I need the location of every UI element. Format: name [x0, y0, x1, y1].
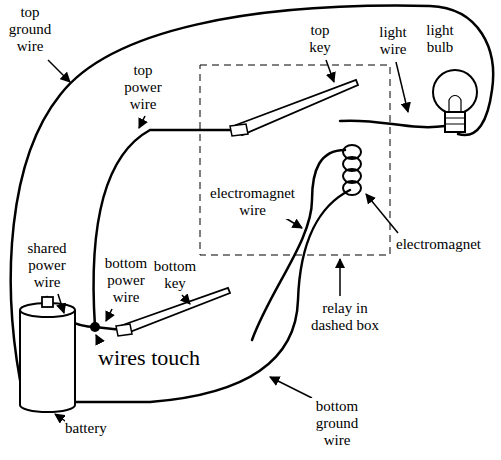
- bottom-ground-wire: [75, 190, 350, 402]
- coil-winding: [343, 181, 361, 195]
- bulb-thread: [445, 118, 465, 124]
- leader-line: [139, 116, 145, 128]
- battery-body: [20, 310, 75, 412]
- leader-line: [58, 294, 64, 313]
- top-ground-wire: [11, 6, 493, 380]
- junction-dot: [90, 322, 100, 332]
- bottom-key-tab: [116, 324, 132, 336]
- part-label: electromagnet wire: [205, 185, 300, 219]
- part-label: light wire: [372, 24, 414, 58]
- leader-line: [326, 60, 334, 82]
- bulb-base: [445, 112, 465, 132]
- part-label: wires touch: [98, 345, 200, 370]
- part-label: bottom ground wire: [310, 398, 364, 449]
- part-label: shared power wire: [22, 240, 72, 291]
- leader-line: [48, 60, 70, 82]
- electromagnet-coil: [343, 145, 361, 195]
- leader-line: [270, 377, 312, 398]
- leader-line: [182, 295, 190, 304]
- part-label: electromagnet: [396, 236, 481, 253]
- part-label: bottom key: [150, 258, 200, 292]
- leader-line: [96, 335, 100, 343]
- part-label: top ground wire: [4, 4, 56, 55]
- relay-box: [200, 65, 390, 255]
- part-label: light bulb: [418, 22, 462, 56]
- top-key-tab: [230, 124, 248, 136]
- bulb-filament: [449, 96, 461, 114]
- leader-line: [396, 62, 408, 112]
- leader-line: [366, 194, 398, 233]
- leader-line: [106, 309, 112, 321]
- battery-terminal: [42, 297, 53, 307]
- bulb-glass: [433, 70, 477, 114]
- leader-line: [339, 259, 341, 296]
- light-wire: [340, 121, 445, 128]
- part-label: relay in dashed box: [306, 300, 384, 334]
- part-label: top key: [300, 22, 340, 56]
- part-label: top power wire: [118, 62, 168, 113]
- top-key: [236, 80, 358, 135]
- part-label: bottom power wire: [102, 255, 150, 306]
- part-label: battery: [65, 420, 107, 437]
